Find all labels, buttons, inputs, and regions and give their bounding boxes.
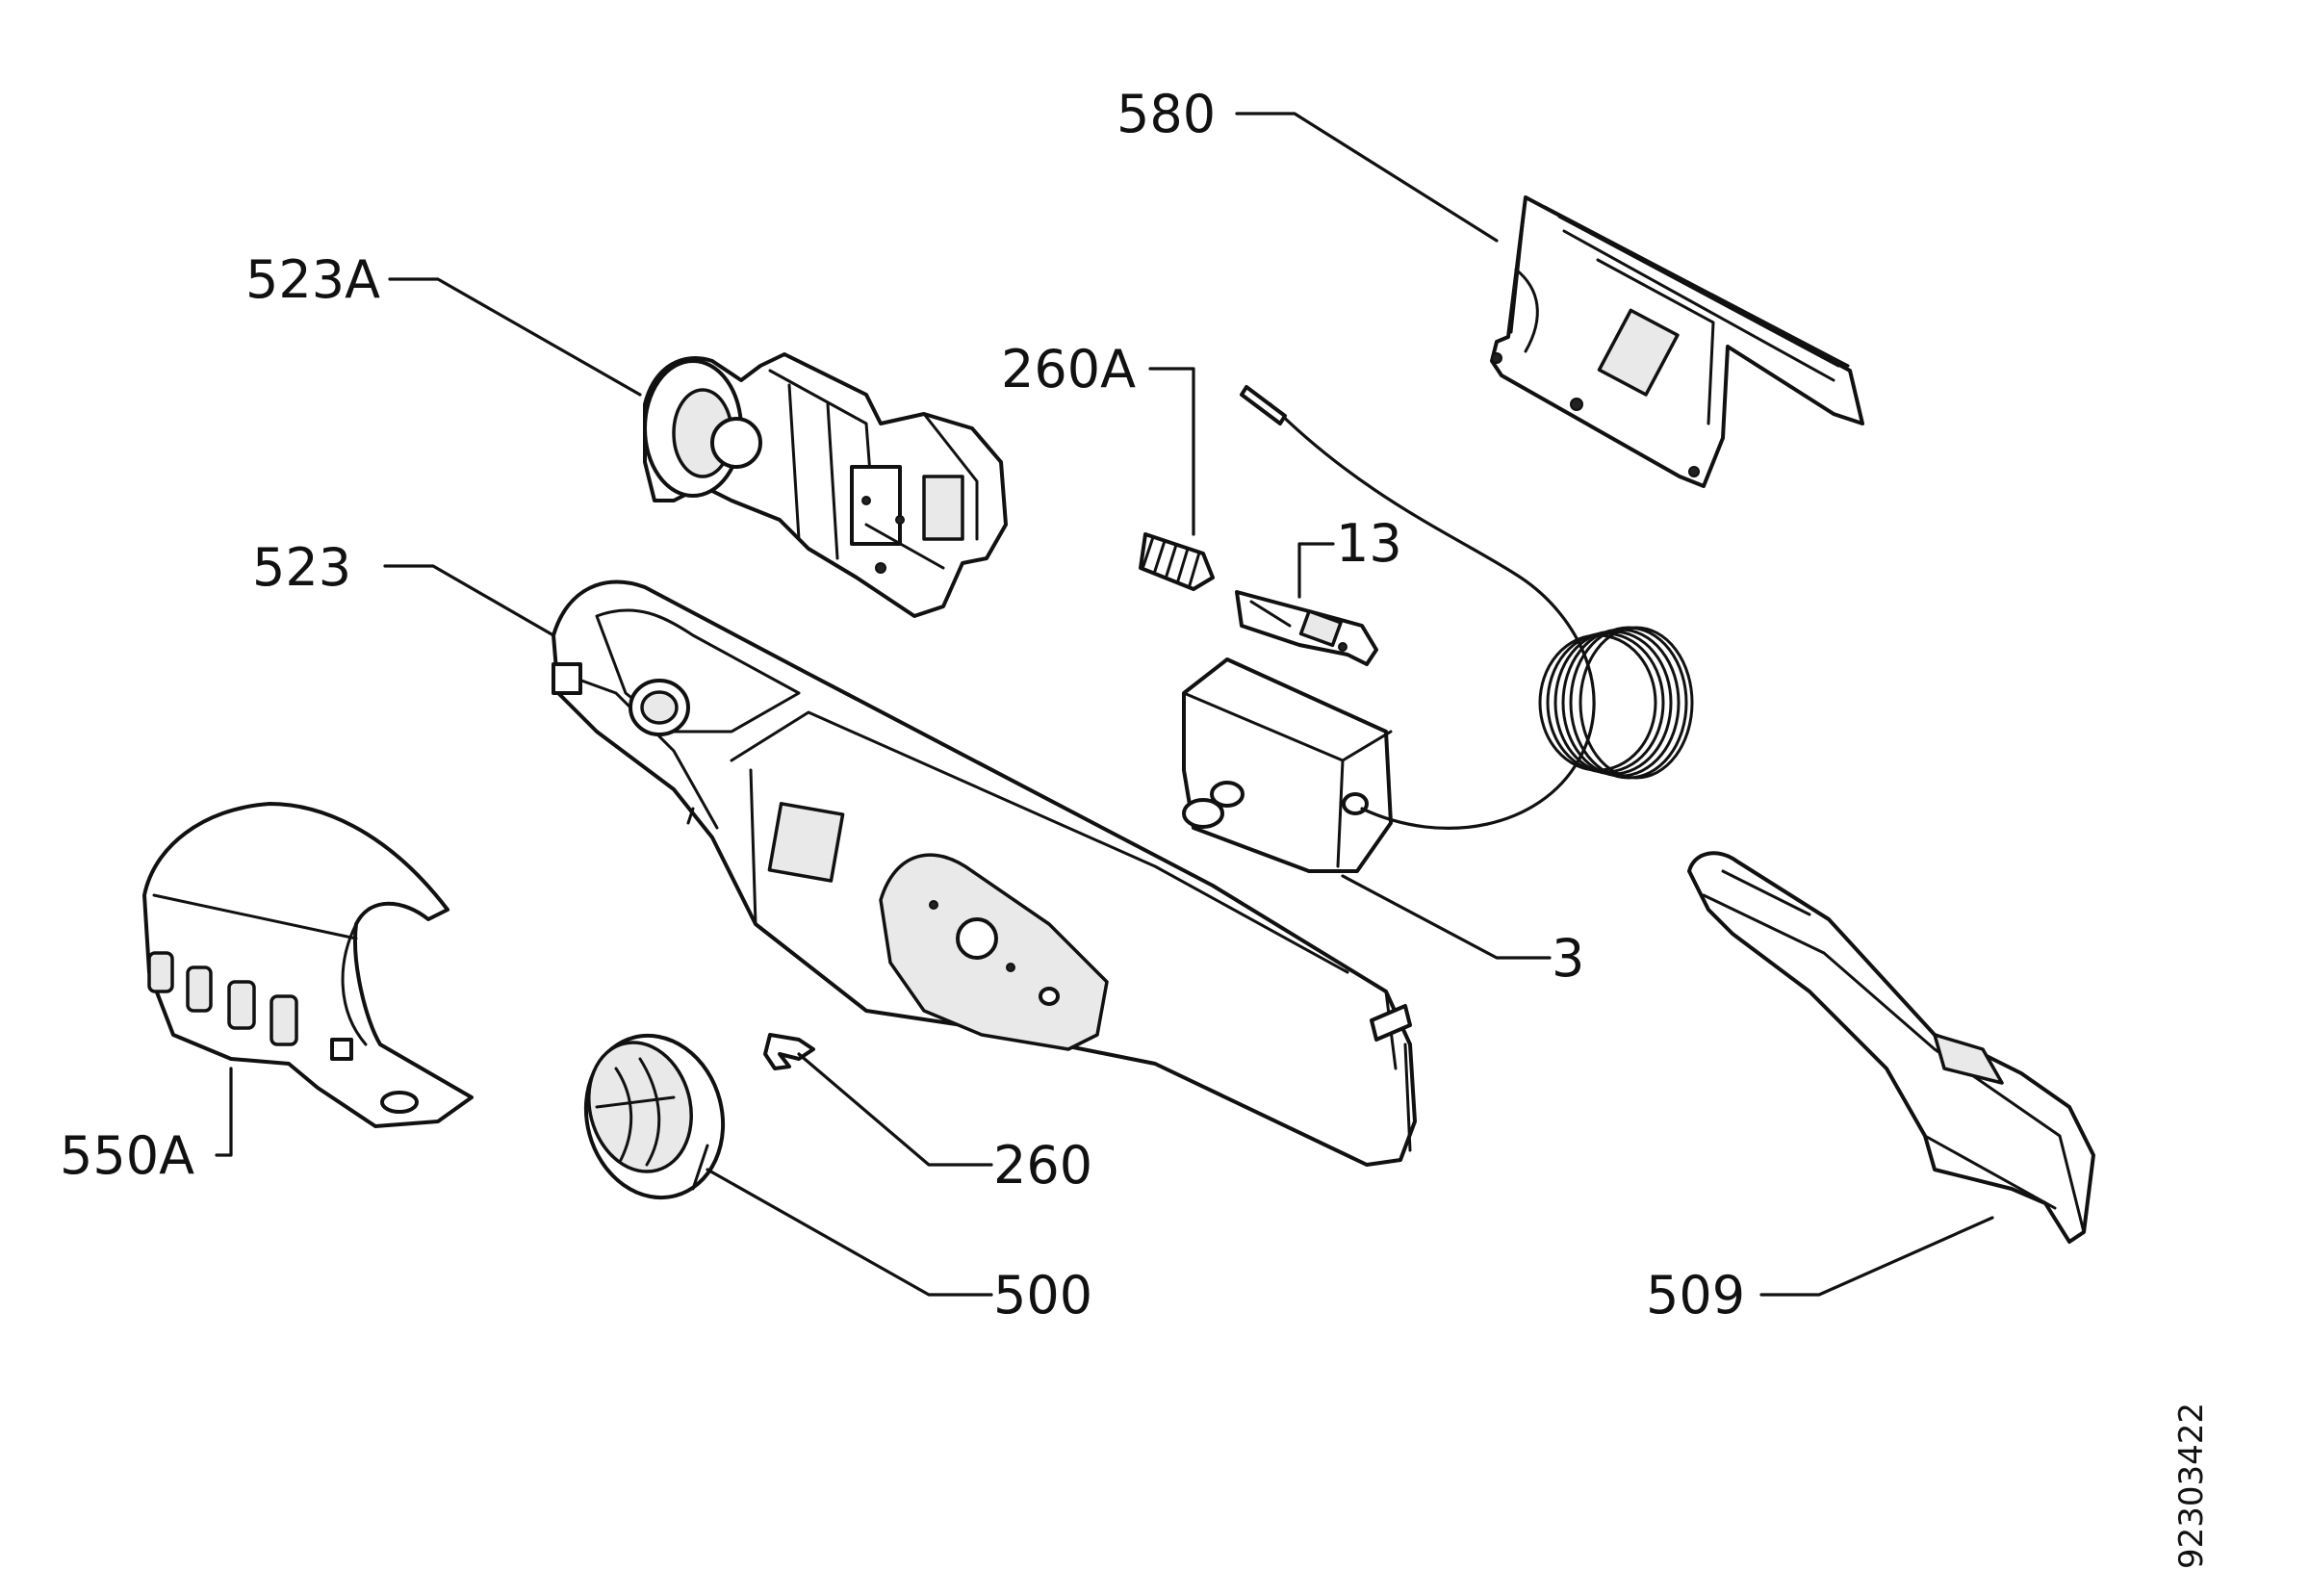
part-509-handle xyxy=(1687,851,2095,1244)
leader-500 xyxy=(706,1168,993,1297)
leader-3 xyxy=(1341,874,1552,960)
callout-13: 13 xyxy=(1336,513,1402,574)
callout-580: 580 xyxy=(1116,84,1216,144)
leader-lines xyxy=(215,112,1994,1297)
leader-580 xyxy=(1235,112,1499,243)
leader-13 xyxy=(1297,542,1335,599)
callout-260A: 260A xyxy=(1001,339,1136,399)
part-3-thermostat xyxy=(1182,385,1694,873)
leader-523A xyxy=(388,277,642,397)
part-13-shaft xyxy=(1235,590,1378,666)
leader-550A xyxy=(215,1067,233,1157)
document-number: 92303422 xyxy=(2172,1403,2211,1569)
leader-260 xyxy=(797,1052,993,1167)
leader-523 xyxy=(383,564,555,637)
callout-260: 260 xyxy=(993,1135,1092,1196)
callout-523A: 523A xyxy=(245,249,380,310)
callout-3: 3 xyxy=(1552,928,1584,989)
part-550A-cover xyxy=(142,802,474,1128)
callout-550A: 550A xyxy=(60,1125,194,1186)
part-580-bracket xyxy=(1490,195,1864,488)
part-523-control-housing xyxy=(552,579,1417,1167)
callout-labels: 580 523A 260A 13 523 3 550A 260 500 509 xyxy=(60,84,1745,1326)
callout-523: 523 xyxy=(252,537,351,598)
part-260A-spring xyxy=(1139,532,1215,591)
part-500-knob xyxy=(583,1033,726,1200)
leader-509 xyxy=(1759,1216,1994,1297)
part-260-clip xyxy=(763,1033,815,1070)
part-523A-switch-assembly xyxy=(643,352,1008,618)
callout-500: 500 xyxy=(993,1265,1092,1326)
leader-260A xyxy=(1148,367,1195,536)
callout-509: 509 xyxy=(1646,1265,1745,1326)
